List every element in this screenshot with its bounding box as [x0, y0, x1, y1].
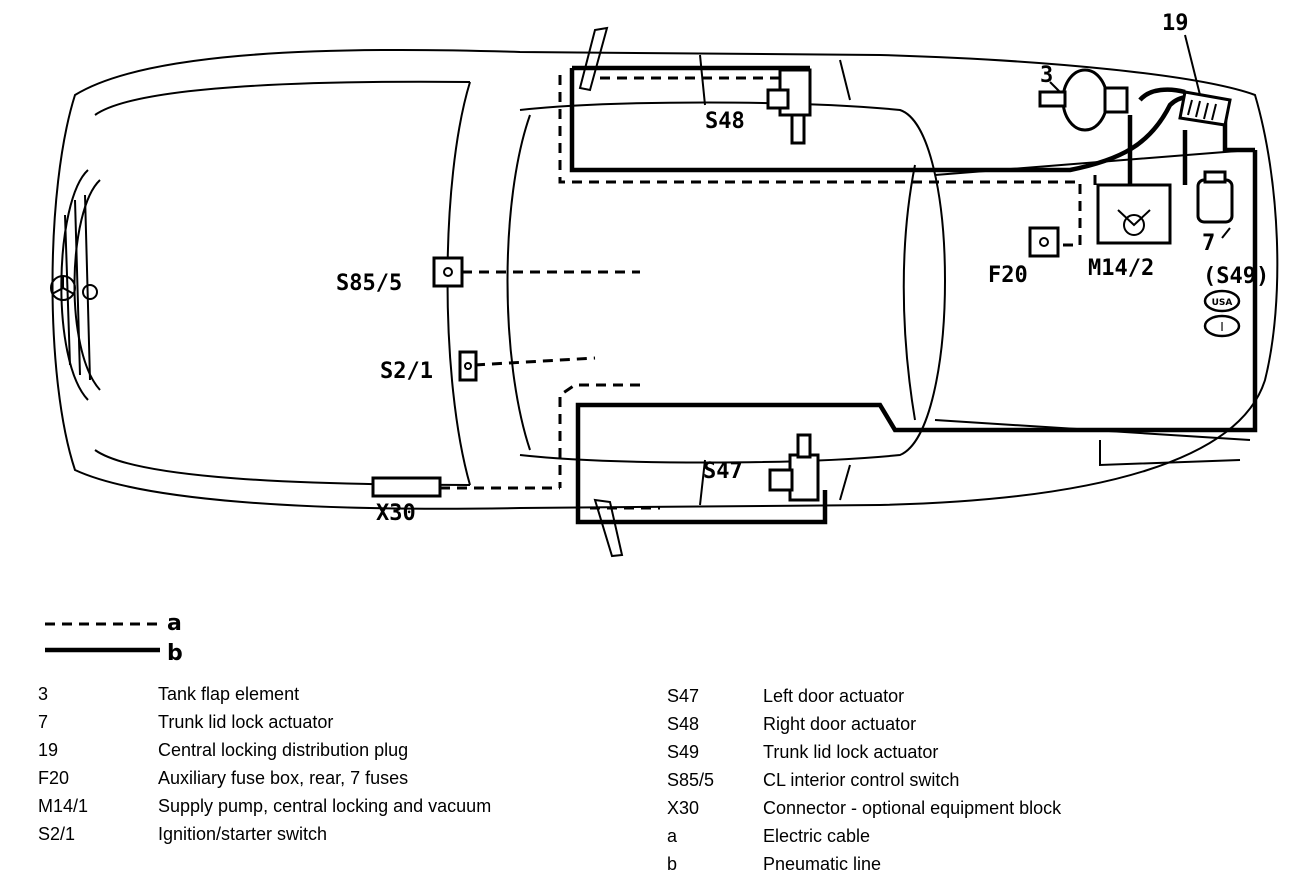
component-f20-fuse-box	[1028, 226, 1060, 258]
key-code: 19	[38, 740, 59, 760]
leader-7	[1221, 227, 1231, 239]
label-s2-1: S2/1	[380, 359, 433, 384]
key-code: 3	[38, 684, 49, 704]
component-3-tank-flap-element	[1038, 68, 1129, 132]
component-s85-5-switch	[432, 256, 464, 288]
badge-i-text: I	[1220, 320, 1224, 334]
key-code: S85/5	[667, 770, 715, 790]
key-code: S49	[667, 742, 700, 762]
key-code: F20	[38, 768, 70, 788]
car-body-outline	[50, 26, 1279, 558]
key-description: Electric cable	[763, 826, 871, 846]
label-s49: (S49)	[1203, 264, 1269, 289]
key-description: Auxiliary fuse box, rear, 7 fuses	[158, 768, 409, 788]
key-description: Right door actuator	[763, 714, 917, 734]
key-description: Supply pump, central locking and vacuum	[158, 796, 492, 816]
badge-usa	[1203, 289, 1241, 313]
label-s85-5: S85/5	[336, 271, 402, 296]
key-code: X30	[667, 798, 700, 818]
key-description: Trunk lid lock actuator	[763, 742, 939, 762]
badge-i	[1203, 314, 1241, 338]
leader-19	[1184, 34, 1201, 96]
key-code: M14/1	[38, 796, 89, 816]
component-s47-left-door-actuator	[768, 433, 820, 502]
key-description: Trunk lid lock actuator	[158, 712, 334, 732]
label-f20: F20	[988, 263, 1028, 288]
component-7-trunk-lid-actuator	[1196, 170, 1234, 224]
label-s47: S47	[703, 459, 743, 484]
key-code: S47	[667, 686, 700, 706]
key-code: S48	[667, 714, 700, 734]
component-s2-1-ignition-switch	[458, 350, 478, 382]
label-s48: S48	[705, 109, 745, 134]
label-m14-2: M14/2	[1088, 256, 1154, 281]
label-x30: X30	[376, 501, 416, 526]
badge-usa-text: USA	[1212, 298, 1233, 308]
legend-b: b	[167, 641, 183, 666]
key-code: S2/1	[38, 824, 76, 844]
component-s48-right-door-actuator	[766, 68, 812, 145]
key-description: Left door actuator	[763, 686, 905, 706]
key-description: Central locking distribution plug	[158, 740, 409, 760]
component-x30-connector	[371, 476, 442, 498]
component-m14-2-supply-pump	[1096, 183, 1172, 245]
line-legend: a b	[45, 611, 183, 666]
key-code: b	[667, 854, 678, 874]
key-description: Ignition/starter switch	[158, 824, 328, 844]
component-19-distribution-plug	[1178, 90, 1232, 127]
key-code: a	[667, 826, 678, 846]
key-description: CL interior control switch	[763, 770, 960, 790]
key-description: Tank flap element	[158, 684, 300, 704]
label-3: 3	[1040, 63, 1053, 88]
leader-3	[1049, 81, 1061, 93]
label-19: 19	[1162, 11, 1189, 36]
legend-a: a	[167, 611, 182, 636]
label-7: 7	[1202, 231, 1215, 256]
pneumatic-lines	[569, 65, 1258, 525]
electric-cables	[440, 75, 1097, 510]
key-description: Pneumatic line	[763, 854, 882, 874]
key-code: 7	[38, 712, 49, 732]
key-description: Connector - optional equipment block	[763, 798, 1062, 818]
